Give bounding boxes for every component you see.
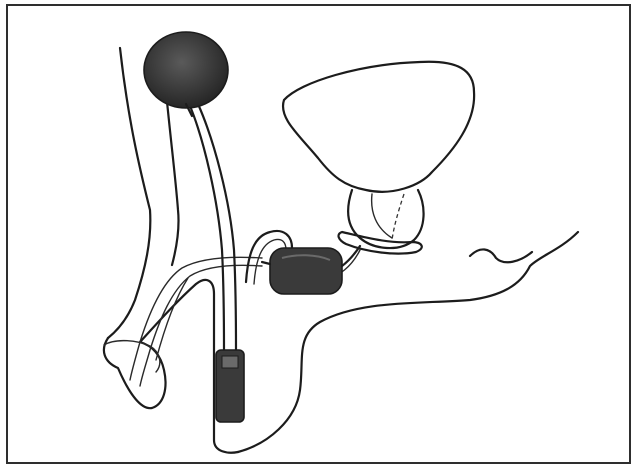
prostate (348, 190, 423, 248)
prostate-dash (392, 194, 404, 240)
pump-to-cylinder-tube (262, 262, 270, 264)
pelvic-floor-band (339, 232, 422, 254)
body-outline-left (108, 48, 150, 338)
scrotal-pump-valve (222, 356, 238, 368)
buttock-outline (470, 249, 532, 262)
reservoir-tubing (190, 106, 224, 350)
reservoir-balloon (144, 32, 228, 108)
reservoir-tubing-2 (198, 104, 236, 350)
bladder (283, 62, 474, 192)
prostate-inner (372, 194, 392, 238)
